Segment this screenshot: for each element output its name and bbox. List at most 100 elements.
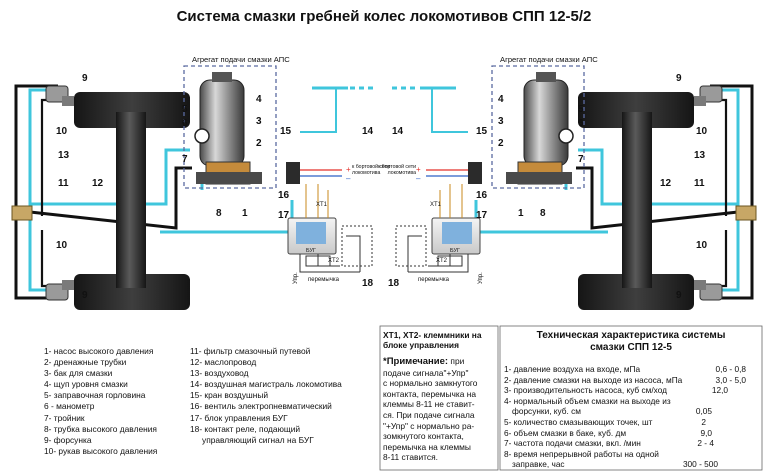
tech-row-label: 8- время непрерывной работы на одной (504, 448, 659, 459)
callout-10-bl: 10 (56, 240, 68, 251)
axle-right (622, 112, 652, 288)
tech-row-label: 4- нормальный объем смазки на выходе из (504, 395, 671, 406)
board-network-right: + – к бортовой сети локомотива (377, 164, 421, 183)
tech-row-label: 5- количество смазывающих точек, шт (504, 416, 653, 427)
tech-row-value: 2 (701, 416, 706, 427)
tech-row-label: форсунки, куб. см (512, 406, 581, 417)
legend-item: 6 - манометр (44, 401, 95, 412)
callout-4-l: 4 (256, 94, 262, 105)
legend-item: 15- кран воздушный (190, 390, 269, 401)
air-duct-right (474, 88, 740, 292)
callout-7-r: 7 (578, 154, 584, 165)
xt1-left: ХТ1 (316, 202, 328, 208)
callout-10-tl: 10 (56, 126, 68, 137)
wire-block-right (439, 184, 463, 218)
legend-item: 8- трубка высокого давления (44, 423, 157, 434)
board-network-label-right: к бортовой сети локомотива (377, 164, 416, 177)
relay-contact-left (341, 225, 373, 267)
axle-left (116, 112, 146, 288)
callout-9-tr: 9 (676, 73, 682, 84)
air-crane-pipe-right (431, 88, 468, 133)
callout-11-l: 11 (58, 178, 69, 189)
plus-left: + (346, 165, 351, 174)
xt1-right: ХТ1 (430, 202, 442, 208)
tech-row-value: 12,0 (711, 385, 728, 396)
minus-right: – (416, 174, 421, 183)
tech-frame (499, 325, 763, 471)
jumper-left: перемычка (308, 277, 340, 283)
filter-left (11, 205, 33, 221)
control-panel-right (442, 222, 472, 244)
terminals-note: ХТ1, ХТ2- клеммники на блоке управления (383, 330, 482, 350)
callout-8-r: 8 (540, 208, 546, 219)
tech-row: 5- количество смазывающих точек, шт 2 (504, 417, 758, 428)
pressure-gauge-left (194, 128, 210, 144)
jumper-right: перемычка (418, 277, 450, 283)
bug-label-right: БУГ (450, 248, 460, 254)
callout-12-l: 12 (92, 178, 104, 189)
tech-row-value: 0,05 (695, 406, 712, 417)
nozzle-top-left (45, 85, 74, 106)
minus-left: – (346, 174, 351, 183)
jumper-box-left (305, 255, 331, 267)
callout-15-l: 15 (280, 126, 292, 137)
legend-item: 13- воздуховод (190, 368, 249, 379)
tech-row: 3- производительность насоса, куб см/ход… (504, 385, 758, 396)
bug-label-left: БУГ (306, 248, 316, 254)
tech-row-value: 300 - 500 (682, 459, 718, 470)
callout-2-l: 2 (256, 138, 262, 149)
legend-item: 5- заправочная горловина (44, 390, 146, 401)
legend-item: 12- маслопровод (190, 357, 257, 368)
callout-12-r: 12 (660, 178, 672, 189)
legend-item: 11- фильтр смазочный путевой (190, 346, 311, 356)
callout-16-l: 16 (278, 190, 290, 201)
note-text: при (450, 356, 465, 366)
callout-13-l: 13 (58, 150, 70, 161)
air-duct-left (28, 88, 294, 292)
pressure-gauge-right (558, 128, 574, 144)
tank-left (199, 79, 245, 167)
callout-1-r: 1 (518, 208, 524, 219)
tank-right (523, 79, 569, 167)
callout-13-r: 13 (694, 150, 706, 161)
aps-label-right: Агрегат подачи смазки АПС (500, 55, 598, 64)
callout-4-r: 4 (498, 94, 504, 105)
diagram-title: Система смазки гребней колес локомотивов… (176, 8, 592, 25)
note-text: зомкнутого контакта, (383, 431, 464, 442)
note-text: перемычка на клеммы (383, 441, 471, 452)
callout-14-r: 14 (392, 126, 404, 137)
legend-item: 9- форсунка (44, 434, 92, 445)
note-text: подаче сигнала"+Упр" (383, 367, 469, 378)
tech-specs-title: Техническая характеристика системы смазк… (504, 330, 758, 354)
legend-left-column: 1- насос высокого давления 2- дренажные … (44, 346, 157, 457)
tech-row-value: 9,0 (700, 427, 712, 438)
xt2-left: ХТ2 (328, 258, 340, 264)
callout-15-r: 15 (476, 126, 488, 137)
oil-line-upper-right (710, 98, 728, 288)
legend-item: управляющий сигнал на БУГ (202, 434, 314, 445)
callout-2-r: 2 (498, 138, 504, 149)
wire-block-left (305, 184, 329, 218)
left-side-assembly (11, 65, 376, 310)
tech-row-label: 2- давление смазки на выходе из насоса, … (504, 374, 683, 385)
wheel-top-right (578, 92, 694, 128)
callout-16-r: 16 (476, 190, 488, 201)
aps-frame-left (183, 65, 277, 189)
note-panel: ХТ1, ХТ2- клеммники на блоке управления … (383, 330, 496, 463)
right-side-assembly (392, 65, 757, 310)
tech-row-label: 3- производительность насоса, куб см/ход (504, 385, 667, 396)
filter-right (735, 205, 757, 221)
note-text: ся. При подаче сигнала (383, 409, 475, 420)
nozzle-top-right (694, 85, 723, 106)
tech-row-label: 7- частота подачи смазки, вкл. /мин (504, 438, 641, 449)
nozzle-bottom-right (694, 280, 723, 301)
board-network-label-left: к бортовой сети локомотива (352, 164, 391, 177)
tech-row-value: 3,0 - 5,0 (715, 374, 746, 385)
callout-18-l: 18 (362, 278, 374, 289)
callout-3-r: 3 (498, 116, 504, 127)
legend-item: 3- бак для смазки (44, 368, 113, 379)
